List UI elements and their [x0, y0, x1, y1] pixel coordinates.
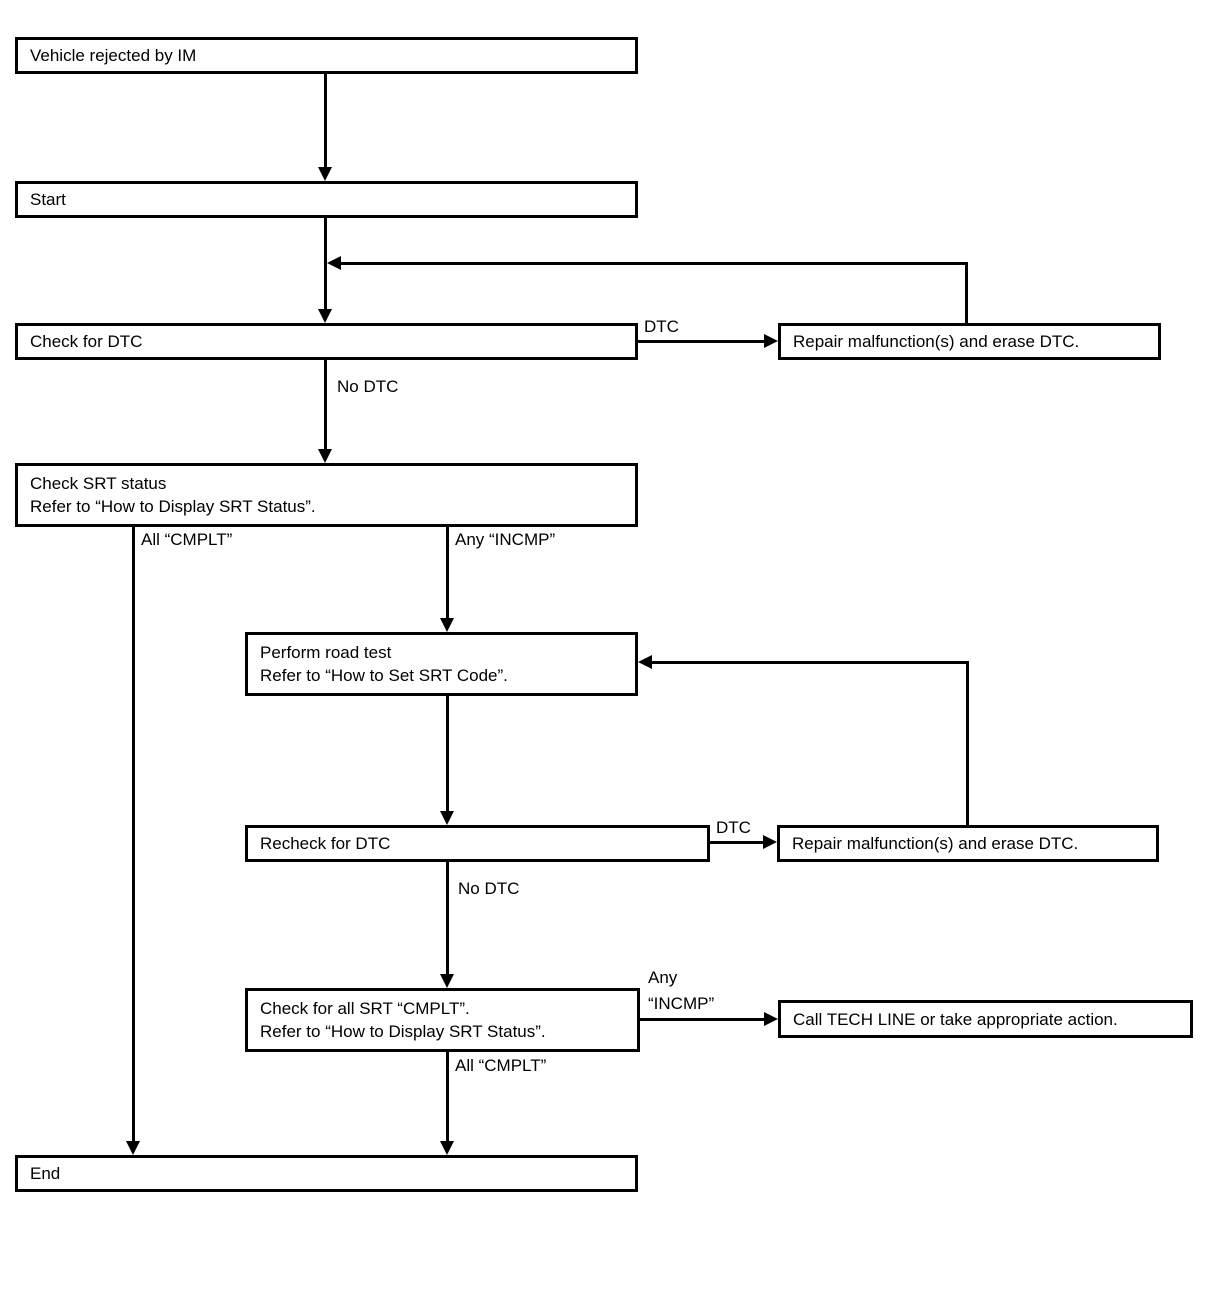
flow-box-label-line1: Perform road test: [260, 643, 392, 662]
connector-check-dtc-to-repair1: [638, 340, 765, 343]
edge-label-any-incmp-2-line2: “INCMP”: [648, 994, 715, 1013]
feedback2-vertical: [966, 661, 969, 825]
flow-box-label: Vehicle rejected by IM: [30, 46, 197, 65]
flow-box-end: End: [15, 1155, 638, 1192]
flow-box-start: Start: [15, 181, 638, 218]
flow-box-label-line1: Check for all SRT “CMPLT”.: [260, 999, 470, 1018]
flow-box-label: Check for DTC: [30, 332, 143, 351]
arrowhead-into-repair2: [763, 835, 777, 849]
flow-box-check-srt-status: Check SRT status Refer to “How to Displa…: [15, 463, 638, 527]
flow-box-call-tech-line: Call TECH LINE or take appropriate actio…: [778, 1000, 1193, 1038]
edge-label-all-cmplt-1: All “CMPLT”: [141, 530, 233, 549]
flow-box-check-all-srt-cmplt: Check for all SRT “CMPLT”. Refer to “How…: [245, 988, 640, 1052]
connector-road-test-to-recheck: [446, 696, 449, 812]
flow-box-label-line1: Check SRT status: [30, 474, 167, 493]
connector-vehicle-to-start: [324, 74, 327, 169]
edge-label-any-incmp-2-line1: Any: [648, 968, 678, 987]
flow-box-label: Start: [30, 190, 66, 209]
edge-label-dtc-1: DTC: [644, 317, 679, 336]
flow-box-vehicle-rejected: Vehicle rejected by IM: [15, 37, 638, 74]
arrowhead-into-recheck: [440, 811, 454, 825]
flow-box-label-line2: Refer to “How to Display SRT Status”.: [260, 1022, 546, 1041]
arrowhead-into-check-dtc: [318, 309, 332, 323]
flow-box-label: End: [30, 1164, 61, 1183]
edge-label-dtc-2: DTC: [716, 818, 751, 837]
edge-label-any-incmp-1: Any “INCMP”: [455, 530, 556, 549]
connector-check-dtc-to-check-srt: [324, 360, 327, 451]
flow-box-check-dtc: Check for DTC: [15, 323, 638, 360]
arrowhead-into-road-test: [440, 618, 454, 632]
connector-check-all-to-end: [446, 1052, 449, 1143]
connector-recheck-to-check-all: [446, 862, 449, 975]
feedback1-vertical: [965, 262, 968, 323]
connector-start-to-check-dtc: [324, 218, 327, 311]
feedback1-horizontal: [341, 262, 968, 265]
flow-box-label: Recheck for DTC: [260, 834, 391, 853]
flow-box-label-line2: Refer to “How to Display SRT Status”.: [30, 497, 316, 516]
edge-label-no-dtc-2: No DTC: [458, 879, 520, 898]
arrowhead-into-check-all: [440, 974, 454, 988]
connector-recheck-to-repair2: [710, 841, 764, 844]
flow-box-repair-erase-dtc-2: Repair malfunction(s) and erase DTC.: [777, 825, 1159, 862]
arrowhead-into-tech-line: [764, 1012, 778, 1026]
arrowhead-into-repair1: [764, 334, 778, 348]
flow-box-repair-erase-dtc-1: Repair malfunction(s) and erase DTC.: [778, 323, 1161, 360]
flow-box-label: Repair malfunction(s) and erase DTC.: [792, 834, 1079, 853]
flow-box-recheck-dtc: Recheck for DTC: [245, 825, 710, 862]
arrowhead-into-start: [318, 167, 332, 181]
edge-label-no-dtc-1: No DTC: [337, 377, 399, 396]
arrowhead-into-end-left: [126, 1141, 140, 1155]
arrowhead-into-end-right: [440, 1141, 454, 1155]
arrowhead-feedback1-left: [327, 256, 341, 270]
feedback2-horizontal: [652, 661, 969, 664]
edge-label-all-cmplt-2: All “CMPLT”: [455, 1056, 547, 1075]
connector-check-srt-to-road-test: [446, 527, 449, 620]
arrowhead-into-check-srt: [318, 449, 332, 463]
flow-box-label-line2: Refer to “How to Set SRT Code”.: [260, 666, 508, 685]
flow-box-perform-road-test: Perform road test Refer to “How to Set S…: [245, 632, 638, 696]
connector-check-srt-to-end: [132, 527, 135, 1143]
connector-check-all-to-tech-line: [640, 1018, 765, 1021]
flow-box-label: Call TECH LINE or take appropriate actio…: [793, 1009, 1118, 1029]
flow-box-label: Repair malfunction(s) and erase DTC.: [793, 332, 1080, 351]
arrowhead-feedback2-left: [638, 655, 652, 669]
